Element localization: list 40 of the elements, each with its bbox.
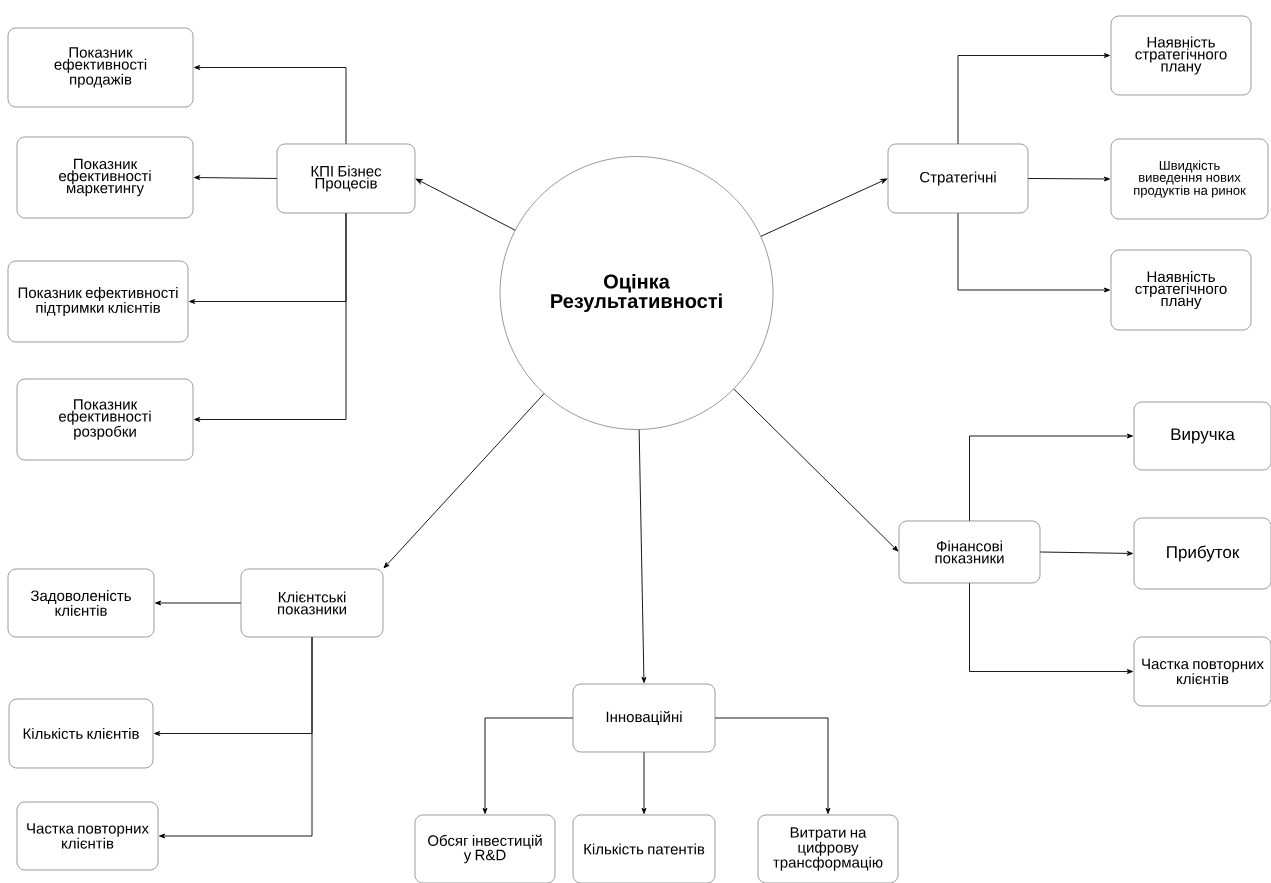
arrow [969, 433, 1133, 522]
process-box: Стратегічні [887, 143, 1029, 214]
arrow [733, 388, 899, 552]
process-box: Клієнтські показники [240, 568, 384, 638]
process-box: Швидкість виведення нових продуктів на ринок [1110, 138, 1269, 220]
arrow [383, 393, 545, 569]
process-box: Кількість клієнтів [8, 698, 154, 769]
process-box: Інноваційні [572, 683, 716, 753]
process-box: Фінансові показники [898, 520, 1041, 584]
process-box: Частка повторних клієнтів [16, 801, 159, 871]
process-box: КПІ Бізнес Процесів [276, 143, 416, 214]
arrow [1039, 550, 1133, 556]
process-box: Кількість патентів [572, 814, 716, 883]
process-box: Прибуток [1133, 517, 1271, 590]
process-box: Частка повторних клієнтів [1133, 636, 1271, 707]
arrow [194, 175, 278, 180]
process-box: Наявність стратегічного плану [1110, 15, 1252, 96]
arrow [969, 582, 1133, 674]
process-box: Наявність стратегічного плану [1110, 249, 1252, 331]
process-box: Показник ефективності підтримки клієнтів [7, 260, 189, 343]
arrow [760, 178, 888, 237]
process-box: Показник ефективності розробки [16, 378, 194, 461]
arrow [957, 53, 1110, 145]
process-box: Обсяг інвестицій у R&D [414, 814, 556, 883]
arrow [482, 717, 574, 814]
arrow [714, 717, 831, 814]
arrow [159, 636, 313, 839]
arrow [957, 212, 1110, 293]
process-box: Витрати на цифрову трансформацію [757, 814, 899, 883]
process-box: Показник ефективності маркетингу [16, 136, 194, 219]
arrow [194, 65, 347, 145]
arrow [155, 600, 242, 606]
process-box: Показник ефективності продажів [7, 27, 194, 108]
arrow [415, 178, 516, 231]
arrow [641, 751, 647, 814]
arrow [638, 429, 647, 683]
arrow [194, 212, 347, 422]
arrow [1027, 176, 1110, 182]
process-box: Задоволеність клієнтів [7, 568, 155, 638]
process-box: Виручка [1133, 401, 1271, 471]
